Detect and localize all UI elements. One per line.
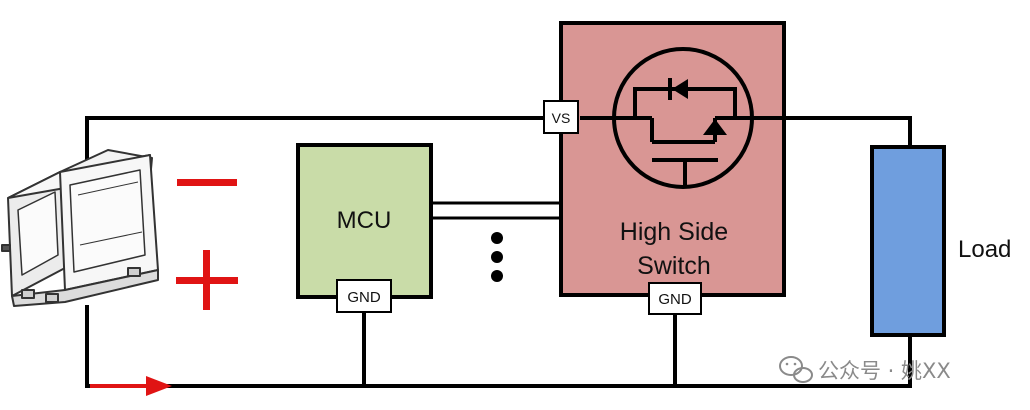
plus-sign — [176, 250, 238, 310]
vs-pin — [543, 100, 579, 134]
high-side-switch-block: VS High Side Switch GND — [543, 21, 786, 315]
mcu-label: MCU — [337, 207, 392, 234]
current-arrow-icon — [90, 376, 172, 396]
battery-icon — [1, 149, 159, 307]
watermark: 公众号 · 姚XX — [779, 356, 951, 383]
wire-ground-rail — [85, 305, 912, 388]
signal-lines — [432, 201, 560, 220]
minus-sign — [177, 179, 237, 186]
switch-label-line2: Switch — [637, 252, 711, 280]
mcu-gnd-pin — [336, 279, 392, 313]
mcu-block: MCU GND — [296, 143, 433, 313]
mcu-gnd-label: GND — [347, 289, 381, 306]
switch-gnd-pin — [648, 282, 702, 315]
wechat-icon — [779, 356, 813, 383]
wire-supply-rail — [85, 116, 560, 175]
load-block: Load — [870, 145, 1011, 337]
vertical-ellipsis-icon — [491, 232, 503, 282]
switch-label-line1: High Side — [620, 218, 728, 246]
load-label: Load — [958, 236, 1011, 263]
source-arrow-icon — [703, 119, 727, 135]
diode-icon — [672, 79, 688, 99]
vs-label: VS — [552, 110, 571, 126]
switch-gnd-label: GND — [658, 291, 692, 308]
watermark-text: 公众号 · 姚XX — [818, 359, 951, 383]
polarity-marks — [176, 179, 238, 310]
